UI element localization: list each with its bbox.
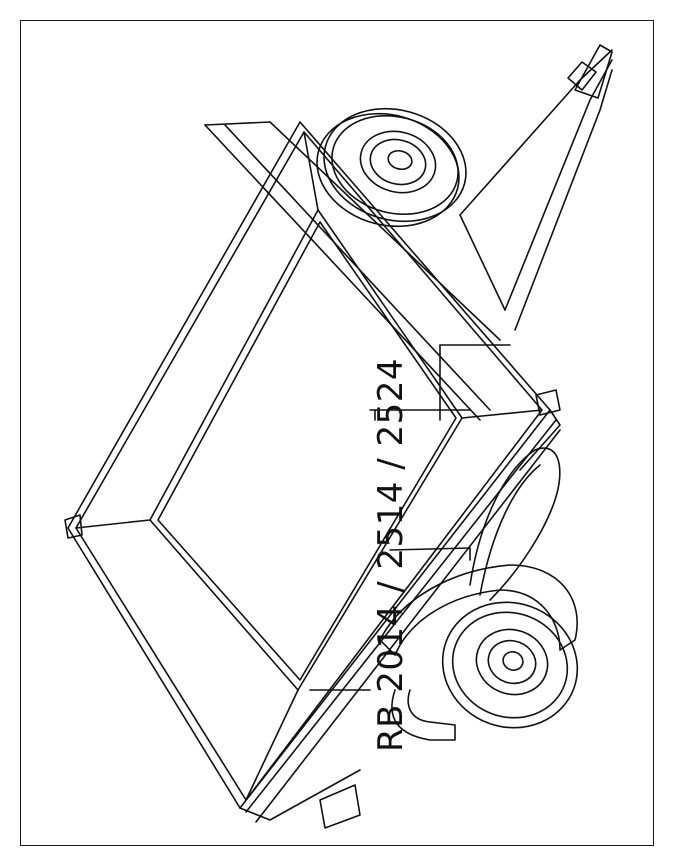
- handle-bar: [469, 447, 561, 601]
- bed-frame: [67, 121, 561, 823]
- fender: [379, 564, 578, 741]
- page-border: [20, 20, 654, 846]
- road-wheel: [441, 601, 579, 729]
- model-number-title: RB 2014 / 2514 / 2524: [371, 358, 411, 752]
- side-stakes: [204, 121, 511, 691]
- corner-brackets: [64, 389, 561, 829]
- spare-wheel: [316, 107, 467, 228]
- drawbar: [459, 44, 613, 331]
